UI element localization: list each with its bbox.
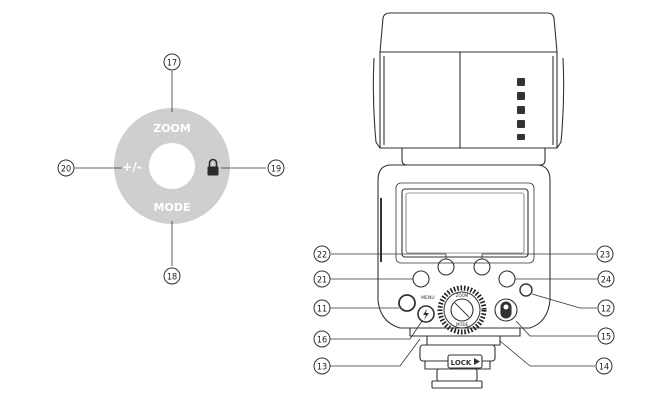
flash-unit-drawing: MENU ZOOM MODE LOCK [372, 12, 565, 389]
lock-lever[interactable] [447, 354, 483, 369]
set-button[interactable] [450, 298, 474, 322]
lock-icon [207, 158, 219, 176]
svg-text:24: 24 [601, 276, 611, 286]
callout-19: 19 [267, 159, 285, 177]
dial-center-hole [149, 143, 195, 189]
svg-text:17: 17 [167, 59, 177, 69]
callout-12: 12 [597, 299, 615, 317]
callout-17: 17 [163, 53, 181, 71]
callout-23: 23 [596, 245, 614, 263]
dial-closeup: ZOOM MODE +/- 17 18 19 20 [57, 53, 285, 285]
svg-text:21: 21 [317, 276, 327, 286]
lock-button[interactable] [519, 283, 533, 297]
lightning-icon [423, 309, 429, 320]
callout-21: 21 [313, 270, 331, 288]
function-button-23[interactable] [473, 258, 491, 276]
callout-16: 16 [313, 330, 331, 348]
hot-shoe-mount: LOCK [409, 328, 521, 389]
flash-body [377, 164, 551, 329]
svg-text:22: 22 [317, 251, 327, 261]
menu-label: MENU [421, 295, 434, 301]
function-button-24[interactable] [498, 270, 516, 288]
callout-20: 20 [57, 159, 75, 177]
power-switch[interactable] [494, 298, 518, 322]
callout-14: 14 [595, 357, 613, 375]
flash-head [372, 12, 565, 166]
function-button-22[interactable] [437, 258, 455, 276]
svg-text:16: 16 [317, 336, 327, 346]
svg-text:15: 15 [601, 333, 611, 343]
svg-text:23: 23 [600, 251, 610, 261]
wheel-zoom-label: ZOOM [456, 293, 469, 298]
callout-22: 22 [313, 245, 331, 263]
dial-plusminus-label: +/- [122, 160, 141, 174]
svg-text:19: 19 [271, 165, 281, 175]
lock-label: LOCK [451, 359, 472, 367]
callout-13: 13 [313, 357, 331, 375]
dial-mode-label: MODE [154, 201, 191, 214]
test-flash-button[interactable] [417, 305, 435, 323]
function-button-21[interactable] [412, 270, 430, 288]
svg-text:18: 18 [167, 273, 177, 283]
callout-18: 18 [163, 267, 181, 285]
head-icon-strip [517, 78, 525, 140]
callout-11: 11 [313, 299, 331, 317]
dial-zoom-label: ZOOM [153, 122, 191, 135]
lcd-screen [401, 188, 529, 258]
wheel-mode-label: MODE [456, 322, 469, 327]
callout-15: 15 [597, 327, 615, 345]
svg-text:14: 14 [599, 363, 609, 373]
svg-text:20: 20 [61, 165, 71, 175]
svg-text:12: 12 [601, 305, 611, 315]
svg-text:13: 13 [317, 363, 327, 373]
select-wheel[interactable]: ZOOM MODE [437, 285, 487, 335]
menu-button[interactable] [398, 294, 416, 312]
svg-text:11: 11 [317, 305, 327, 315]
callout-24: 24 [597, 270, 615, 288]
flash-callout-leaders [330, 253, 598, 367]
